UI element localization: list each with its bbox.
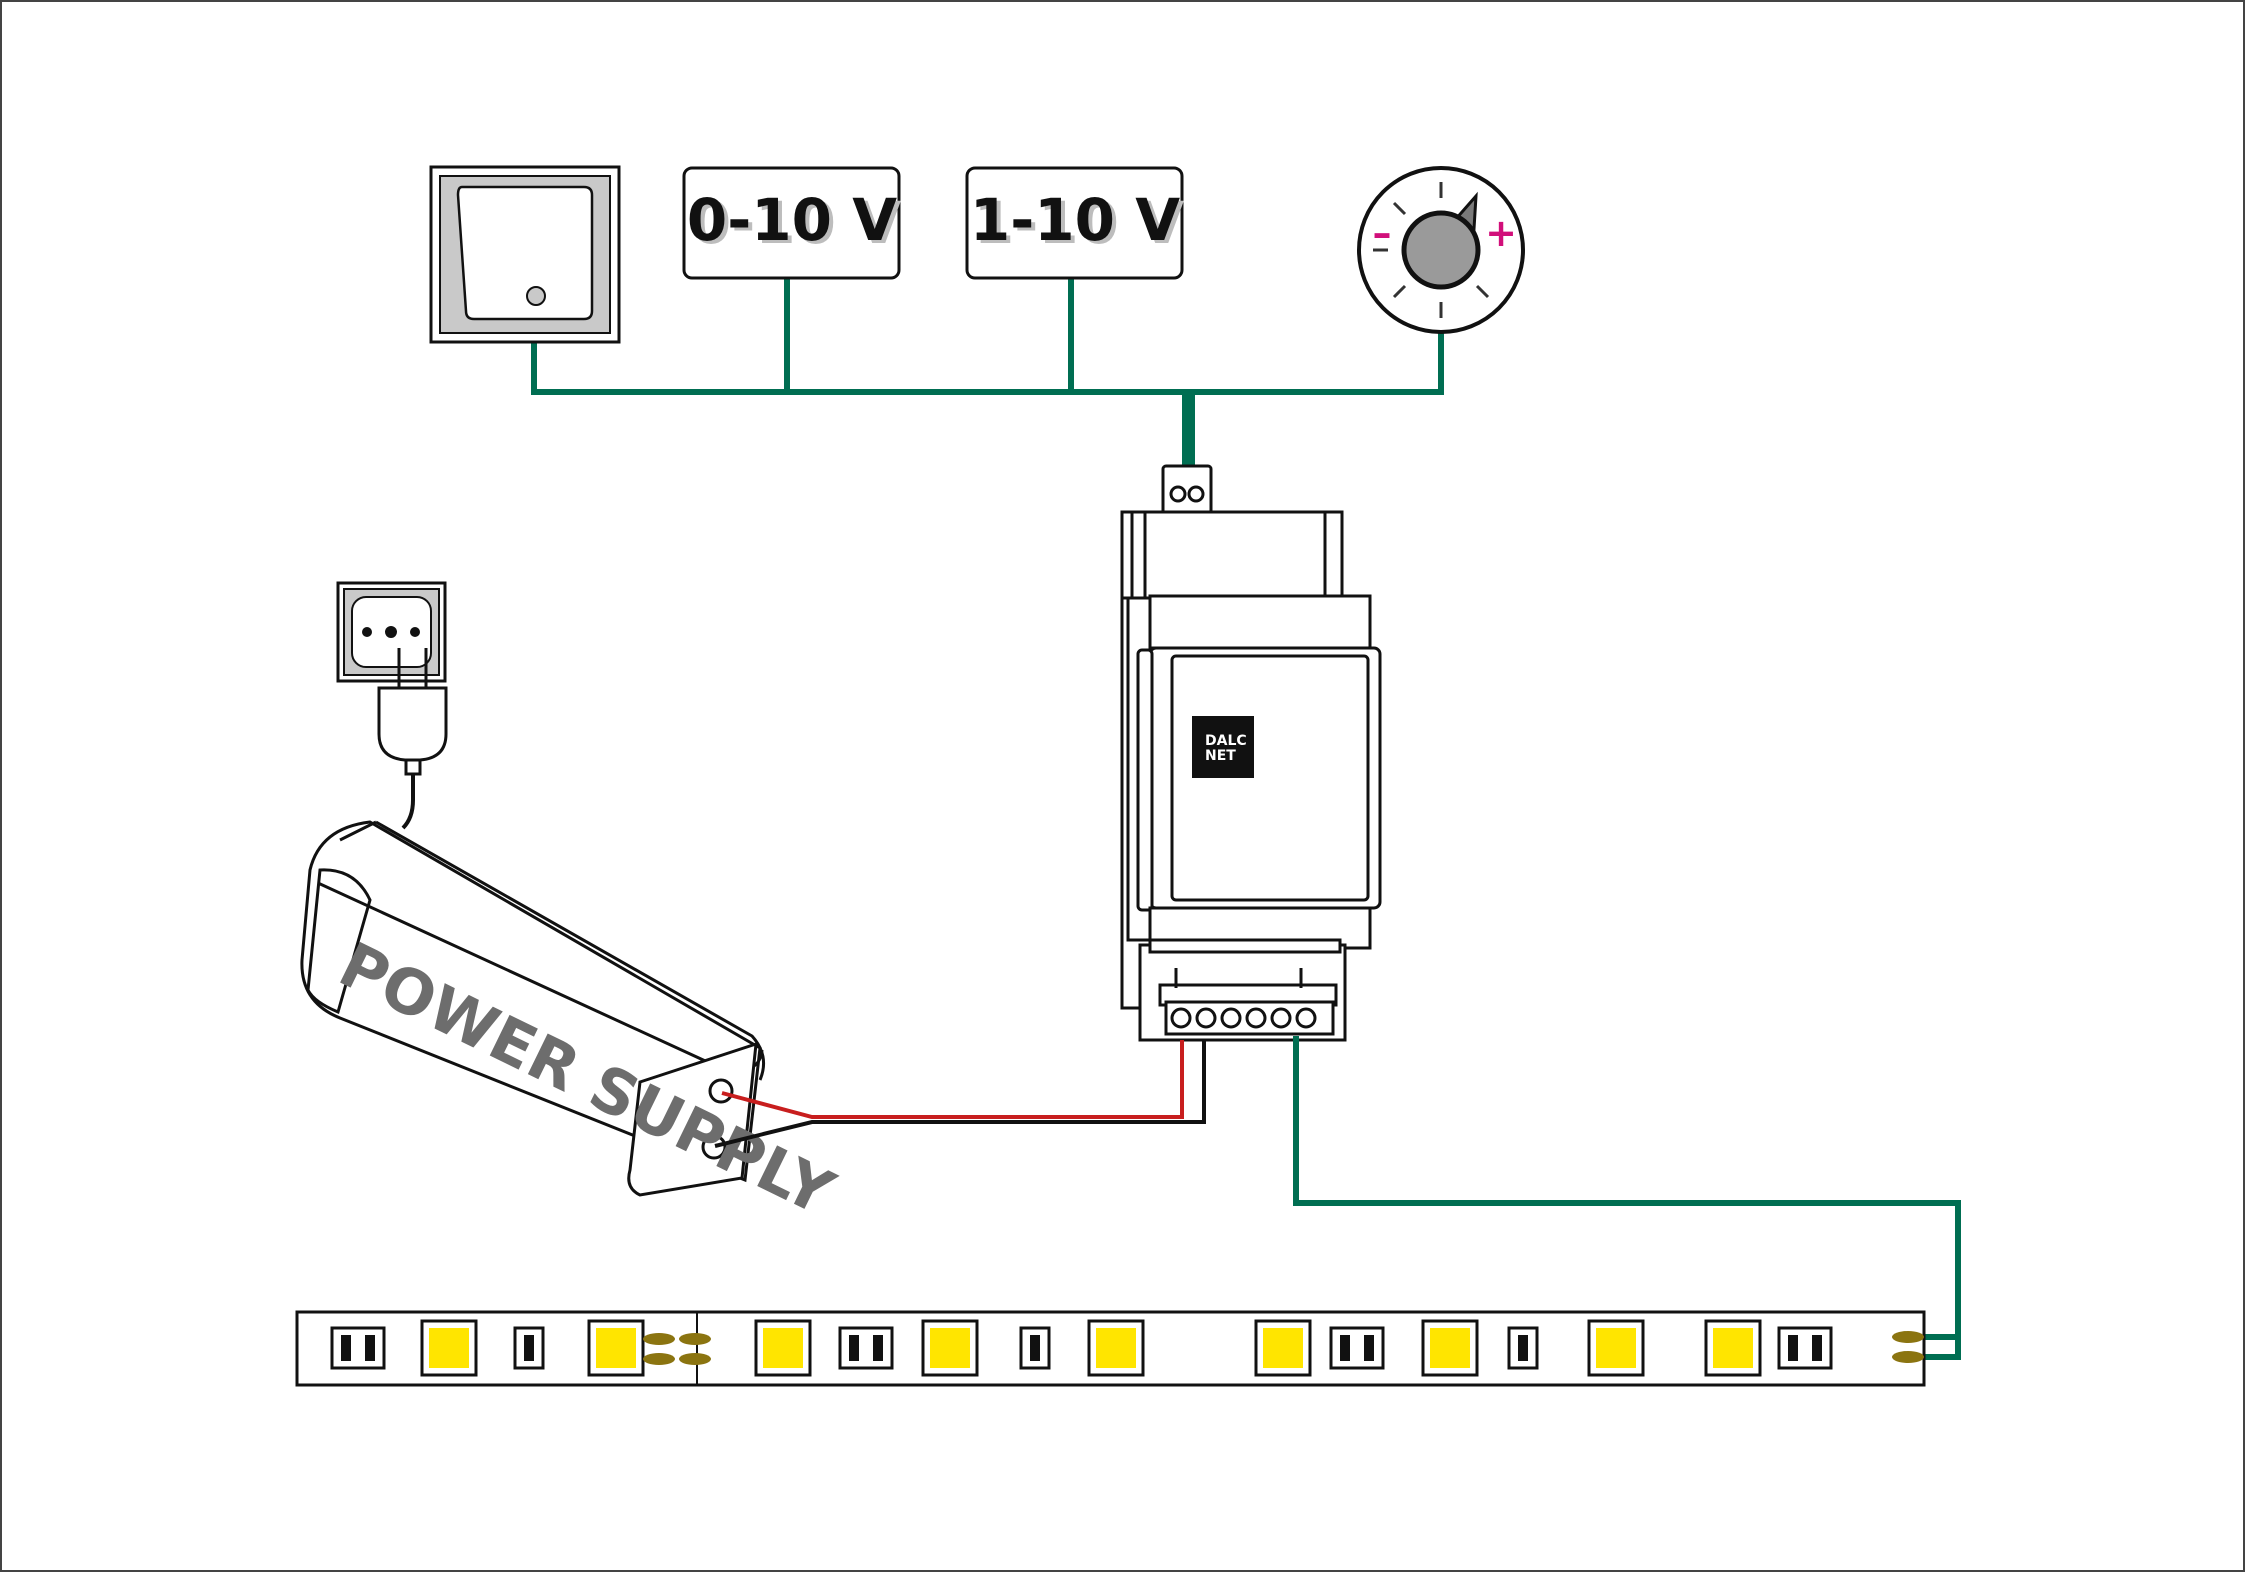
brand-logo-line2: NET <box>1205 748 1236 764</box>
resistor <box>1340 1335 1350 1361</box>
resistor-pair <box>1329 1326 1385 1370</box>
solder-pad <box>643 1333 675 1345</box>
input-0-10v: 0-10 V 0-10 V <box>682 166 901 280</box>
led-chip-emitter <box>930 1328 970 1368</box>
input-1-10v-label: 1-10 V <box>970 186 1180 254</box>
potentiometer-plus: + <box>1485 211 1517 255</box>
pushbutton-icon <box>429 165 621 344</box>
brand-logo-line1: DALC <box>1205 733 1247 749</box>
solder-pad <box>1892 1351 1924 1363</box>
resistor <box>1364 1335 1374 1361</box>
input-1-10v-label-shadow: 1-10 V <box>974 189 1184 257</box>
led-chip-emitter <box>429 1328 469 1368</box>
led-chip-emitter <box>1096 1328 1136 1368</box>
led-chip-emitter <box>1430 1328 1470 1368</box>
potentiometer-icon: – + <box>1357 166 1525 334</box>
wall-socket-icon <box>336 581 447 683</box>
led-chip-emitter <box>596 1328 636 1368</box>
led-chip-emitter <box>1713 1328 1753 1368</box>
resistor <box>1030 1335 1040 1361</box>
solder-pad <box>679 1333 711 1345</box>
led-strip-icon <box>295 1310 1926 1387</box>
solder-pad <box>1892 1331 1924 1343</box>
input-0-10v-label: 0-10 V <box>687 186 897 254</box>
led-chip-emitter <box>1596 1328 1636 1368</box>
control-bus <box>531 275 1444 395</box>
resistor <box>365 1335 375 1361</box>
control-bus-trunk <box>1182 392 1195 468</box>
power-wires <box>714 1040 1206 1148</box>
resistor-pair <box>1777 1326 1833 1370</box>
plug-icon <box>377 648 448 830</box>
input-0-10v-label-shadow: 0-10 V <box>691 189 901 257</box>
resistor <box>849 1335 859 1361</box>
resistor <box>1812 1335 1822 1361</box>
resistor-pair <box>330 1326 386 1370</box>
output-wire <box>1293 1036 1961 1360</box>
resistor <box>524 1335 534 1361</box>
brand-logo: DALC NET <box>1192 716 1254 778</box>
led-chip-emitter <box>763 1328 803 1368</box>
resistor <box>873 1335 883 1361</box>
resistor <box>1788 1335 1798 1361</box>
solder-pad <box>643 1353 675 1365</box>
resistor <box>1518 1335 1528 1361</box>
resistor-pair <box>838 1326 894 1370</box>
solder-pad <box>679 1353 711 1365</box>
potentiometer-minus: – <box>1373 211 1392 255</box>
resistor <box>341 1335 351 1361</box>
led-chip-emitter <box>1263 1328 1303 1368</box>
power-supply <box>300 820 766 1197</box>
input-1-10v: 1-10 V 1-10 V <box>965 166 1184 280</box>
